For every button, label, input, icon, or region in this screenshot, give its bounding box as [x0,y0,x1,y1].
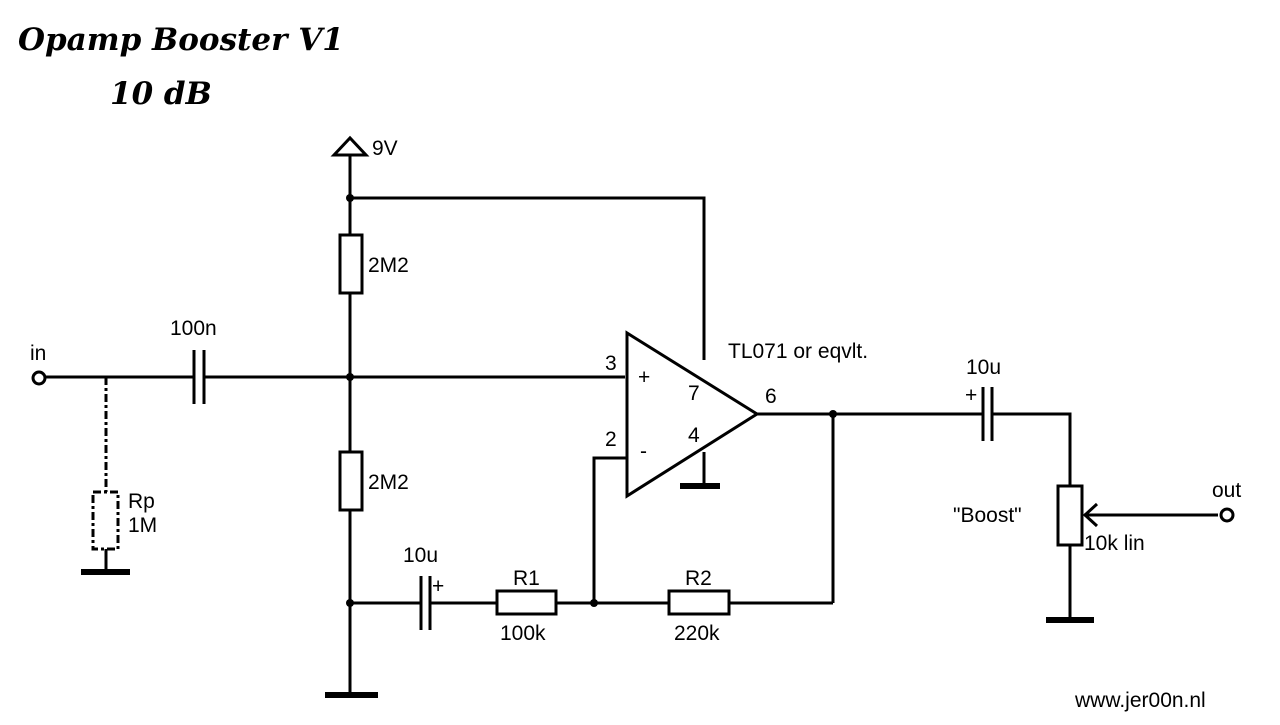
junction-dot [590,599,598,607]
resistor-rp-name: Rp [128,490,155,513]
wire [993,412,1072,486]
opamp-part-label: TL071 or eqvlt. [728,340,868,363]
resistor-rp-value: 1M [128,514,157,537]
capacitor-input-icon [192,350,206,404]
capacitor-gain-label: 10u [403,544,438,567]
title-line-1: Opamp Booster V1 [18,22,344,58]
input-terminal-label: in [30,342,46,365]
opamp-pin-4: 4 [688,424,700,447]
opamp-pin-3: 3 [605,352,617,375]
capacitor-output-label: 10u [966,356,1001,379]
wire [592,456,627,603]
input-terminal-icon[interactable] [31,370,47,386]
supply-rail-wire [350,196,706,360]
potentiometer-value: 10k lin [1084,532,1145,555]
opamp-pin-2: 2 [605,428,617,451]
capacitor-output-polarity: + [965,384,977,407]
resistor-r1-value: 100k [500,622,546,645]
opamp-pin-7: 7 [688,382,700,405]
resistor-bias-top-label: 2M2 [368,254,409,277]
potentiometer-name: "Boost" [953,504,1022,527]
resistor-bias-bottom-icon [338,450,364,512]
resistor-r1-icon [495,589,558,616]
supply-label: 9V [372,137,398,160]
capacitor-input-label: 100n [170,317,217,340]
resistor-r1-name: R1 [513,567,540,590]
resistor-bias-top-icon [338,233,364,295]
capacitor-output-icon [981,387,994,441]
resistor-bias-bottom-label: 2M2 [368,471,409,494]
output-terminal-icon[interactable] [1219,507,1235,523]
credit-text: www.jer00n.nl [1074,689,1206,712]
opamp-minus-sign: - [640,440,647,463]
resistor-r2-value: 220k [674,622,720,645]
resistor-r2-name: R2 [685,567,712,590]
resistor-rp-icon [91,490,120,551]
opamp-plus-sign: + [638,366,650,389]
potentiometer-icon [1056,484,1084,547]
resistor-r2-icon [667,589,731,616]
title-line-2: 10 dB [110,76,212,112]
capacitor-gain-polarity: + [432,575,444,598]
opamp-icon [625,330,760,499]
wiper-arrow-icon [1082,502,1218,528]
output-terminal-label: out [1212,479,1241,502]
supply-9v-icon [330,135,370,198]
capacitor-gain-icon [419,576,432,630]
opamp-pin-6: 6 [765,385,777,408]
